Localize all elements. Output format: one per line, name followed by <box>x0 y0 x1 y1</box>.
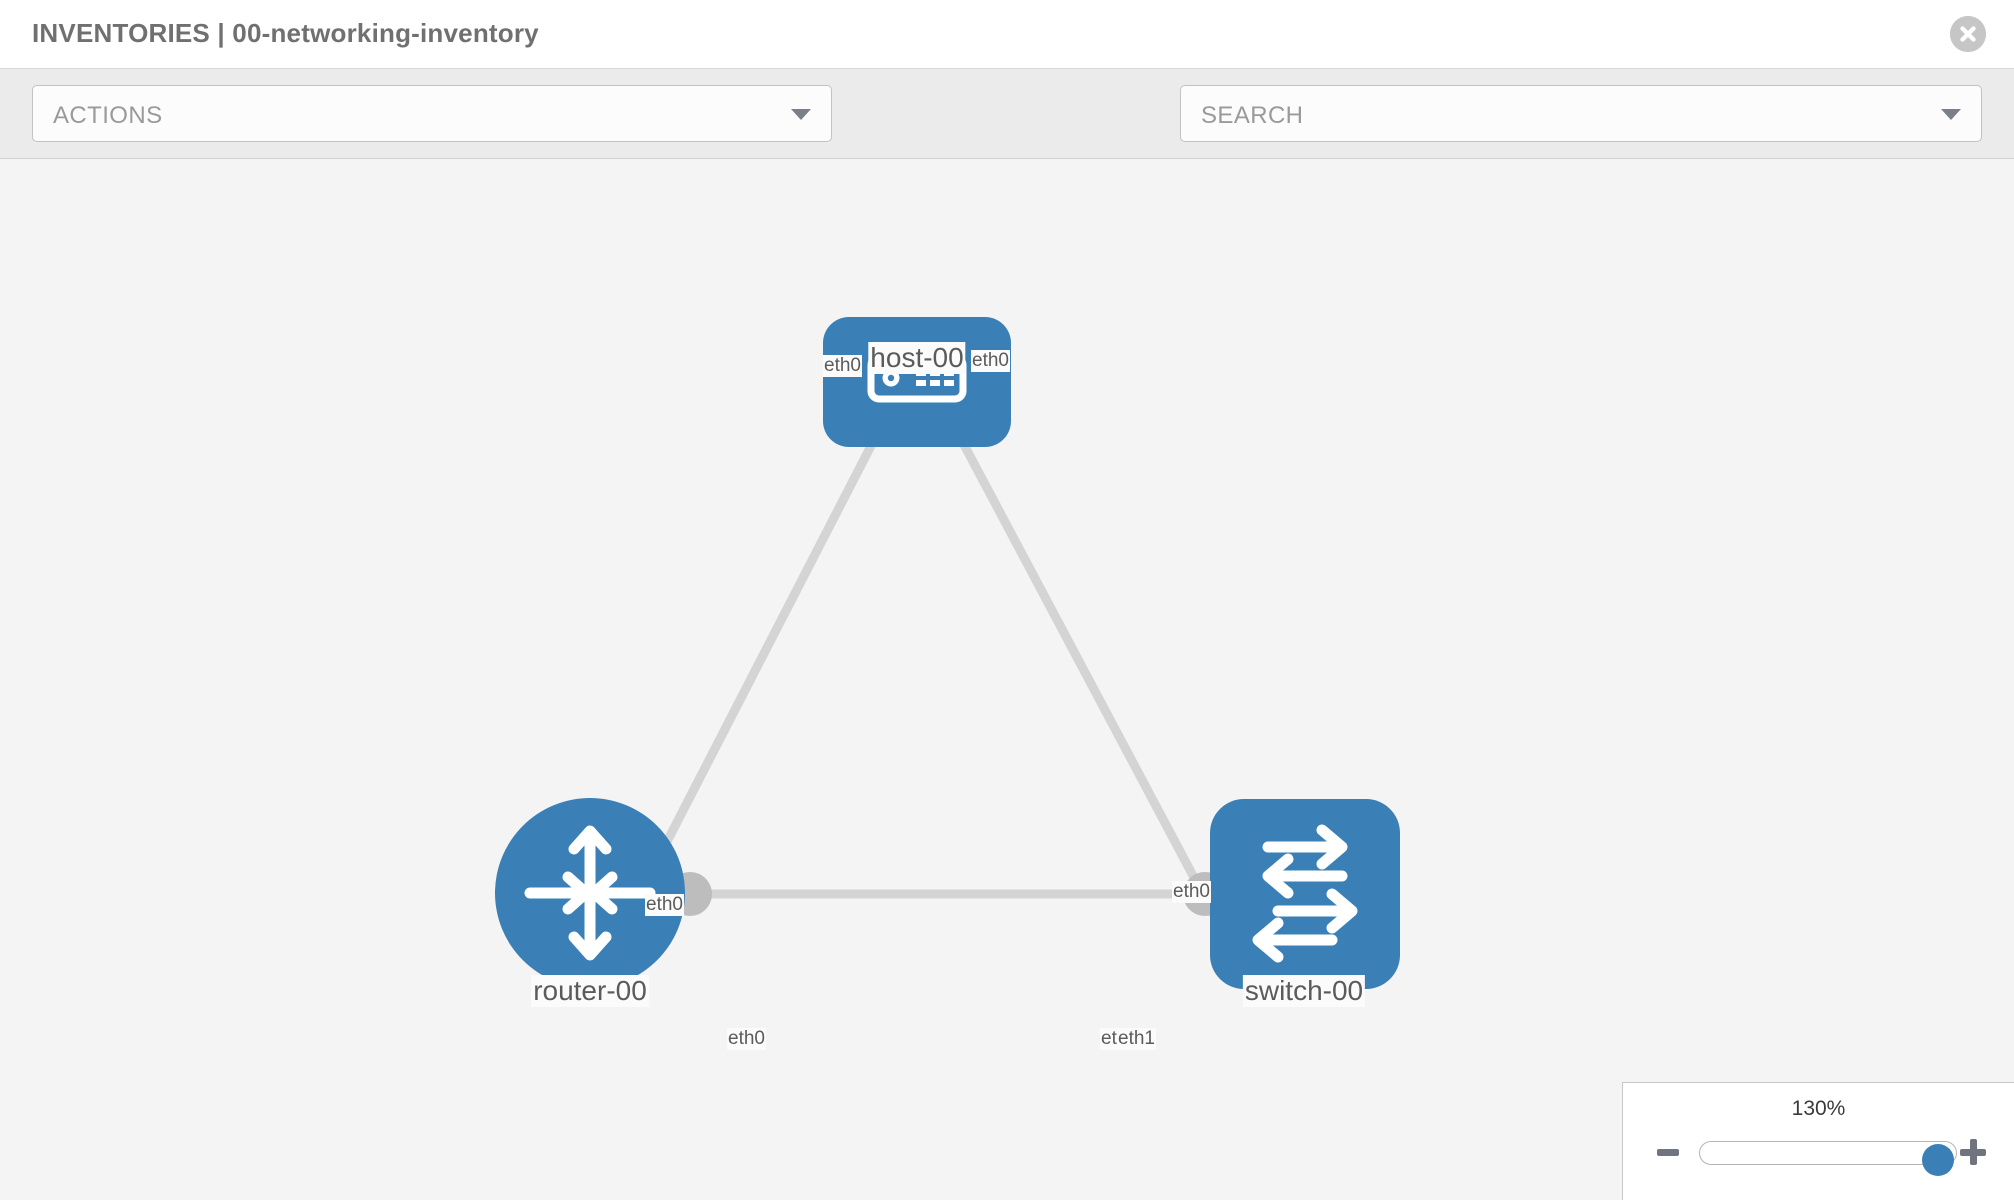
close-icon[interactable] <box>1950 16 1986 52</box>
router-arrows-icon <box>524 825 656 961</box>
search-input-placeholder: SEARCH <box>1201 102 1304 129</box>
zoom-slider-thumb[interactable] <box>1922 1144 1954 1176</box>
actions-dropdown[interactable]: ACTIONS <box>32 85 832 142</box>
node-switch-00[interactable] <box>1210 799 1400 989</box>
chevron-down-icon <box>791 108 811 120</box>
node-label-switch-00: switch-00 <box>1242 975 1366 1007</box>
link-host-switch[interactable] <box>941 406 1236 952</box>
actions-dropdown-label: ACTIONS <box>53 102 163 129</box>
search-dropdown[interactable]: SEARCH <box>1180 85 1982 142</box>
topology-canvas[interactable]: host-00 router-00 switch-00 eth0 eth0 et… <box>0 159 2014 1200</box>
node-label-router-00: router-00 <box>531 975 649 1007</box>
toolbar: ACTIONS SEARCH <box>0 69 2014 192</box>
iface-label-router-eth0: eth0 <box>727 1028 766 1050</box>
topology-graph <box>495 317 1400 989</box>
iface-label-router-eth0-up: eth0 <box>645 894 684 916</box>
zoom-slider-track[interactable] <box>1699 1141 1957 1176</box>
iface-label-host-eth0-left: eth0 <box>823 355 862 377</box>
page-title: INVENTORIES | 00-networking-inventory <box>32 18 539 48</box>
plus-icon[interactable] <box>1960 1139 1986 1165</box>
node-host-00[interactable] <box>823 317 1011 447</box>
minus-icon[interactable] <box>1657 1149 1679 1156</box>
close-circle-glyph <box>1950 16 1986 52</box>
iface-label-switch-eth0-up: eth0 <box>1172 881 1211 903</box>
iface-label-switch-eth1: eth1 <box>1117 1028 1156 1050</box>
node-router-00[interactable] <box>495 798 685 988</box>
zoom-control-panel: 130% <box>1622 1082 2014 1200</box>
switch-node-shape[interactable] <box>1210 799 1400 989</box>
iface-label-host-eth0-right: eth0 <box>971 350 1010 372</box>
switch-arrows-icon <box>1252 824 1358 963</box>
page-header: INVENTORIES | 00-networking-inventory <box>0 0 2014 69</box>
link-host-router[interactable] <box>636 406 894 897</box>
node-label-host-00: host-00 <box>868 342 966 374</box>
zoom-level-text: 130% <box>1791 1097 1846 1120</box>
chevron-down-icon <box>1941 108 1961 120</box>
zoom-slider-row <box>1623 1135 2014 1176</box>
